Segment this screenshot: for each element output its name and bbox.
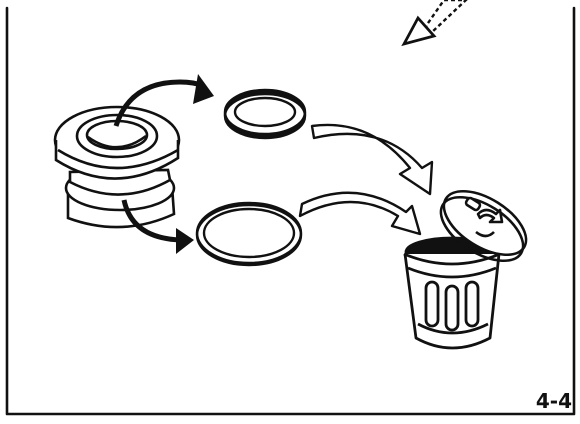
- figure-label: 4-4: [535, 389, 572, 413]
- recycle-lid-icon: [439, 189, 528, 263]
- curved-arrow-icon: [113, 74, 214, 127]
- pointer-arrow-icon: [401, 0, 468, 47]
- curved-arrow-icon: [121, 199, 194, 254]
- trash-can-icon: [403, 236, 501, 350]
- hollow-arrow-icon: [298, 123, 434, 236]
- seal-assembly-icon: [53, 105, 181, 229]
- large-o-ring-icon: [195, 201, 303, 267]
- figure-frame: [5, 6, 576, 416]
- small-o-ring-icon: [223, 88, 307, 140]
